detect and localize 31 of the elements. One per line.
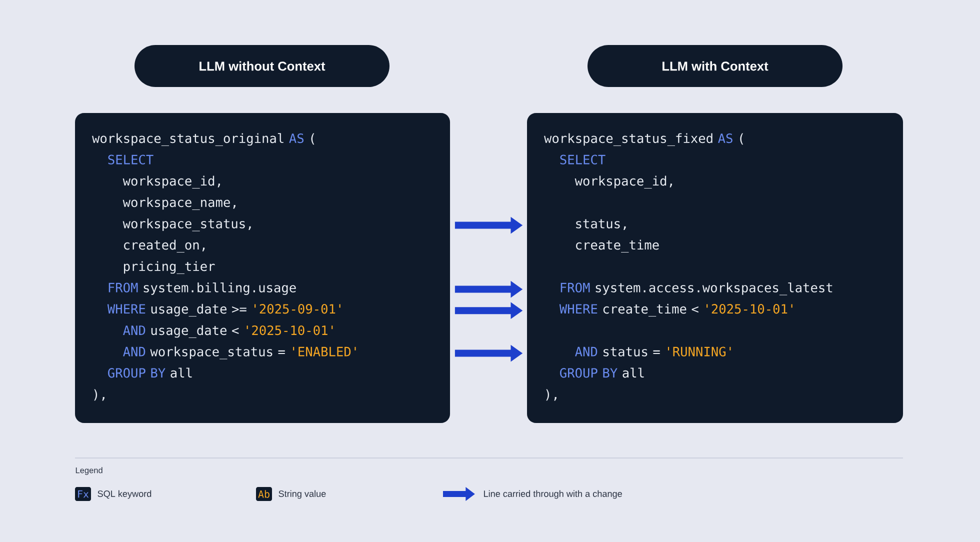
code-line: AND status = 'RUNNING': [575, 346, 731, 356]
legend-text: Line carried through with a change: [484, 490, 622, 499]
legend-text: SQL keyword: [98, 490, 152, 499]
code-line: workspace_status_fixed AS (: [544, 133, 744, 146]
code-line: ),: [94, 389, 104, 401]
code-line: WHERE usage_date >= '2025-09-01': [107, 304, 340, 317]
code-line: workspace_status,: [122, 218, 251, 232]
code-line: workspace_status_original AS (: [92, 133, 314, 146]
code-line: created_on,: [124, 240, 205, 253]
code-line: FROM system.billing.usage: [108, 282, 296, 295]
code-line: FROM system.access.workspaces_latest: [560, 282, 832, 296]
code-line: GROUP BY all: [108, 368, 192, 378]
code-line: status,: [576, 219, 626, 230]
code-line: create_time: [576, 240, 659, 253]
code-panel: [75, 113, 450, 423]
code-line: workspace_id,: [122, 176, 220, 189]
code-line: SELECT: [108, 154, 154, 164]
code-line: SELECT: [560, 154, 606, 164]
code-line: GROUP BY all: [560, 368, 644, 378]
code-panel: [527, 113, 904, 423]
code-line: AND usage_date < '2025-10-01': [123, 325, 333, 338]
header-pill: LLM without Context: [134, 45, 390, 87]
code-line: workspace_name,: [122, 197, 236, 210]
code-line: workspace_id,: [574, 176, 672, 189]
legend-text: String value: [278, 490, 326, 499]
code-line: AND workspace_status = 'ENABLED': [123, 346, 356, 360]
header-pill: LLM with Context: [588, 45, 843, 87]
code-line: ),: [546, 389, 556, 401]
code-line: WHERE create_time < '2025-10-01': [559, 304, 792, 317]
code-line: pricing_tier: [124, 261, 215, 274]
legend-title: Legend: [76, 467, 102, 475]
